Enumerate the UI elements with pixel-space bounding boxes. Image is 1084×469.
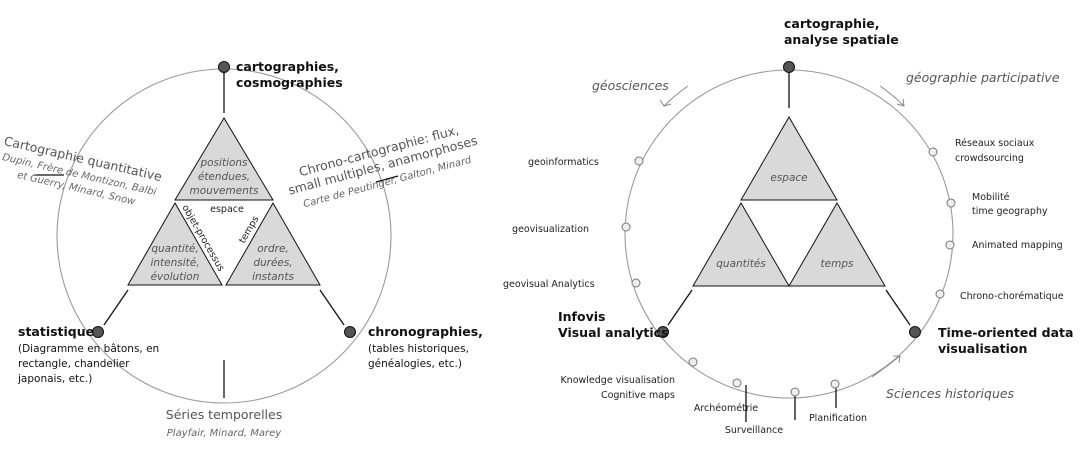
left-left-node-line2: (Diagramme en bâtons, en (18, 343, 159, 355)
dot-animated-mapping (945, 240, 955, 250)
item-knowledge-2: Cognitive maps (601, 390, 675, 401)
arrow-participative (879, 85, 905, 107)
item-animated-mapping: Animated mapping (972, 240, 1063, 251)
arrow-geosciences (663, 85, 689, 107)
right-upper-underline (375, 175, 399, 183)
right-tri-top-text: espace (770, 172, 807, 184)
dot-geovisual-analytics (631, 278, 641, 288)
item-geovisualization: geovisualization (512, 224, 589, 235)
right-right-node-dot (909, 326, 921, 338)
left-diagram: cartographies, cosmographies statistique… (1, 59, 483, 439)
right-triangle-top (740, 116, 838, 201)
tri-left-text-1: quantité, (151, 243, 198, 255)
left-top-node-line1: cartographies, (236, 59, 339, 74)
item-geovisual-analytics: geovisual Analytics (503, 279, 595, 290)
arrow-participative-head (896, 98, 905, 107)
left-upper-right-group: Chrono-cartographie: flux, small multipl… (287, 122, 479, 210)
tri-top-text-3: mouvements (190, 185, 259, 197)
dot-archeometrie (732, 378, 742, 388)
right-right-node-line2: visualisation (938, 341, 1027, 356)
left-left-connector (103, 289, 129, 326)
tri-left-text-3: évolution (151, 271, 200, 283)
tri-right-text-1: ordre, (257, 243, 289, 255)
label-geographie-participative: géographie participative (906, 70, 1060, 85)
right-tri-right-text: temps (821, 258, 854, 270)
right-top-node-line2: analyse spatiale (784, 32, 899, 47)
left-bottom-names: Playfair, Minard, Marey (167, 428, 283, 439)
arrow-historiques-head (893, 355, 901, 364)
dot-reseaux-sociaux (928, 147, 938, 157)
left-top-node-dot (218, 61, 230, 73)
dot-geoinformatics (634, 156, 644, 166)
left-right-node-line2: (tables historiques, (368, 343, 469, 355)
left-right-node-dot (344, 326, 356, 338)
item-geoinformatics: geoinformatics (528, 157, 599, 168)
left-right-node-line3: généalogies, etc.) (368, 358, 462, 370)
right-tri-left-text: quantités (716, 258, 766, 270)
left-upper-left-group: Cartographie quantitative Dupin, Frère d… (1, 133, 164, 208)
left-left-node-line4: japonais, etc.) (17, 373, 92, 385)
item-reseaux-sociaux-1: Réseaux sociaux (955, 138, 1035, 149)
right-left-node-line1: Infovis (558, 309, 605, 324)
right-right-connector (885, 289, 911, 326)
right-top-node-dot (783, 61, 795, 73)
left-triangle-right (225, 201, 321, 286)
item-planification: Planification (809, 413, 867, 424)
label-geosciences: géosciences (592, 78, 669, 93)
dot-mobilite (946, 198, 956, 208)
right-left-node-line2: Visual analytics (558, 325, 668, 340)
item-surveillance: Surveillance (725, 425, 783, 436)
left-left-node-dot (92, 326, 104, 338)
item-mobilite-2: time geography (972, 206, 1048, 217)
edge-espace-label: espace (210, 204, 244, 215)
dot-knowledge-visualisation (688, 357, 698, 367)
dot-chrono-chorematique (935, 289, 945, 299)
left-triangle-left (127, 201, 223, 286)
right-triangle-left (692, 202, 790, 287)
tri-top-text-2: étendues, (198, 171, 250, 183)
right-diagram: espace quantités temps cartographie, ana… (503, 16, 1073, 436)
arrow-geosciences-head (659, 99, 672, 107)
left-left-node-title: statistique (18, 324, 94, 339)
left-right-node-title: chronographies, (368, 324, 483, 339)
item-archeometrie: Archéométrie (694, 403, 758, 414)
tri-top-text-1: positions (199, 157, 248, 169)
item-chrono-chorematique: Chrono-chorématique (960, 291, 1064, 302)
right-left-node-dot (657, 326, 669, 338)
left-left-node-line3: rectangle, chandelier (18, 358, 130, 370)
right-top-node-line1: cartographie, (784, 16, 879, 31)
right-right-node-line1: Time-oriented data (938, 325, 1073, 340)
tri-right-text-3: instants (252, 271, 294, 283)
left-right-connector (319, 289, 345, 326)
item-reseaux-sociaux-2: crowdsourcing (955, 153, 1024, 164)
item-mobilite-1: Mobilité (972, 192, 1010, 203)
dot-geovisualization (621, 222, 631, 232)
dot-surveillance (790, 387, 800, 397)
label-sciences-historiques: Sciences historiques (886, 386, 1015, 401)
item-knowledge-1: Knowledge visualisation (560, 375, 675, 386)
dot-planification (830, 379, 840, 389)
arrow-historiques (871, 355, 901, 378)
left-top-node-line2: cosmographies (236, 75, 343, 90)
left-bottom-label: Séries temporelles (166, 407, 282, 422)
right-triangle-right (788, 202, 886, 287)
tri-left-text-2: intensité, (150, 257, 199, 269)
left-triangle-top (174, 117, 274, 201)
right-left-connector (667, 289, 693, 326)
tri-right-text-2: durées, (253, 257, 292, 269)
